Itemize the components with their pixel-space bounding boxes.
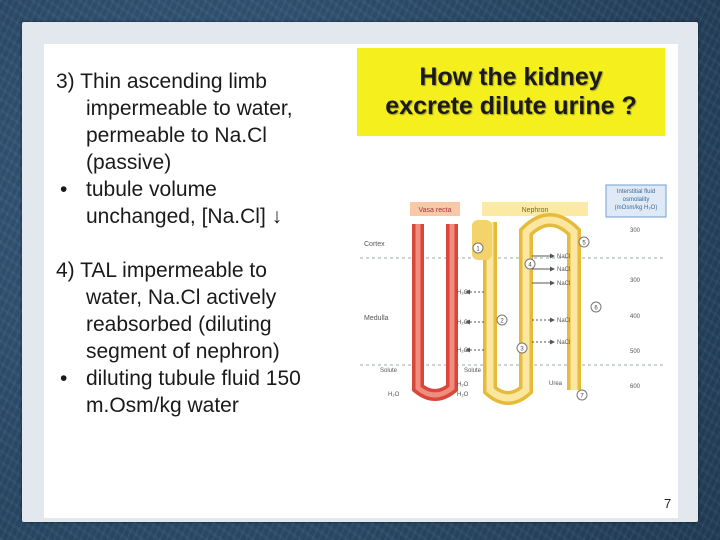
proximal-tubule: [472, 220, 492, 260]
step-1-marker: [472, 242, 484, 254]
point-3-line2: impermeable to water,: [86, 97, 293, 120]
solute-label: Solute: [380, 368, 398, 374]
osm-300-top: 300: [630, 228, 641, 234]
osm-500: 500: [630, 349, 641, 355]
h2o-label: H₂O: [457, 392, 469, 398]
title-line2: excrete dilute urine ?: [385, 92, 637, 120]
nacl-label: NaCl: [557, 318, 570, 324]
nacl-label: NaCl: [557, 267, 570, 273]
h2o-label: H₂O: [457, 320, 469, 326]
nephron-diagram: Vasa recta Nephron Interstitial fluid os…: [360, 184, 667, 405]
slide-title: How the kidney excrete dilute urine ?: [357, 48, 665, 136]
page-number: 7: [664, 496, 672, 511]
nacl-label: NaCl: [557, 281, 570, 287]
vasa-recta-label: Vasa recta: [419, 207, 452, 214]
vasa-recta-lumen: [415, 224, 455, 398]
step-6-marker: [590, 301, 602, 313]
h2o-label: H₂O: [457, 348, 469, 354]
urea-label: Urea: [549, 381, 563, 387]
step-1: 1: [476, 247, 480, 253]
h2o-label: H₂O: [388, 392, 400, 398]
step-3-marker: [516, 342, 528, 354]
step-5-marker: [578, 236, 590, 248]
osm-400: 400: [630, 314, 641, 320]
point-3-bullet-line2: unchanged, [Na.Cl] ↓: [86, 205, 283, 228]
bullet-marker: •: [60, 367, 68, 390]
point-3-bullet-line1: tubule volume: [86, 178, 217, 201]
osmolality-line2: osmolality: [623, 197, 650, 203]
point-3-bullet: • tubule volume: [56, 176, 346, 203]
point-4-line4: segment of nephron): [86, 340, 280, 363]
step-2: 2: [500, 319, 504, 325]
point-4: 4) TAL impermeable to water, Na.Cl activ…: [56, 257, 346, 419]
point-4-line1: TAL impermeable to: [80, 259, 267, 282]
solute-label-2: Solute: [464, 368, 482, 374]
collecting-duct-lumen: [522, 216, 578, 390]
slide-body-text: 3) Thin ascending limb impermeable to wa…: [56, 68, 346, 419]
nephron-header: [482, 202, 588, 216]
step-7-marker: [576, 389, 588, 401]
osm-600: 600: [630, 384, 641, 390]
point-4-bullet-line1: diluting tubule fluid 150: [86, 367, 301, 390]
point-4-bullet: • diluting tubule fluid 150: [56, 365, 346, 392]
nephron-label: Nephron: [522, 207, 549, 214]
nacl-label: NaCl: [557, 254, 570, 260]
step-2-marker: [496, 314, 508, 326]
loop-of-henle-lumen: [486, 222, 530, 402]
point-4-bullet-line2: m.Osm/kg water: [86, 394, 239, 417]
point-3-number: 3): [56, 70, 75, 93]
step-4-marker: [524, 258, 536, 270]
osmolality-line3: (mOsm/kg H₂O): [615, 205, 658, 211]
osm-300-bottom: 300: [630, 278, 641, 284]
vasa-recta-header: [410, 202, 460, 216]
h2o-label: H₂O: [457, 382, 469, 388]
osmolality-box: [605, 184, 667, 218]
title-line1: How the kidney: [419, 63, 603, 91]
cortex-label: Cortex: [364, 241, 385, 248]
point-4-number: 4): [56, 259, 75, 282]
medulla-label: Medulla: [364, 315, 389, 322]
step-6: 6: [594, 306, 598, 312]
step-4: 4: [528, 263, 532, 269]
h2o-label: H₂O: [457, 290, 469, 296]
step-3: 3: [520, 347, 524, 353]
point-3-line3: permeable to Na.Cl: [86, 124, 267, 147]
point-4-line2: water, Na.Cl actively: [86, 286, 277, 309]
osmolality-line1: Interstitial fluid: [617, 189, 655, 195]
step-5: 5: [582, 241, 586, 247]
point-3: 3) Thin ascending limb impermeable to wa…: [56, 68, 346, 230]
bullet-marker: •: [60, 178, 68, 201]
vasa-recta-loop: [412, 224, 458, 401]
point-3-line1: Thin ascending limb: [80, 70, 267, 93]
point-3-line4: (passive): [86, 151, 172, 174]
step-7: 7: [580, 394, 584, 400]
point-4-line3: reabsorbed (diluting: [86, 313, 272, 336]
nacl-label: NaCl: [557, 340, 570, 346]
